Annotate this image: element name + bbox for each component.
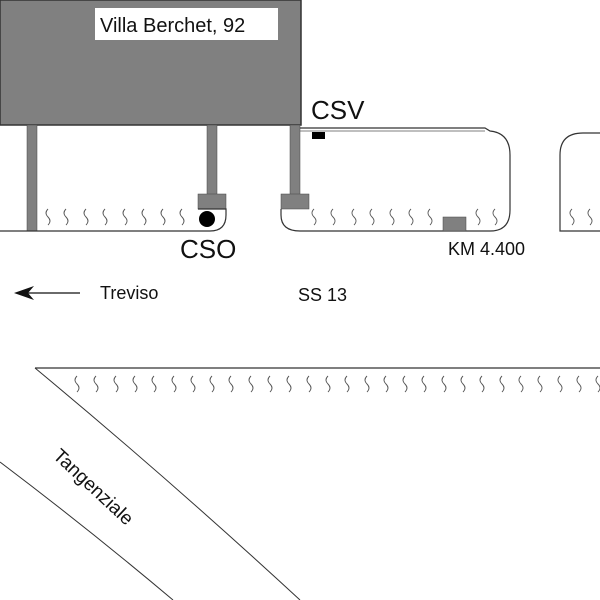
- pillar-right: [289, 124, 301, 196]
- vegetation-icon: [475, 208, 481, 226]
- vegetation-icon: [492, 208, 498, 226]
- vegetation-icon: [113, 375, 119, 393]
- vegetation-icon: [83, 208, 89, 226]
- vegetation-icon: [557, 375, 563, 393]
- cso-label: CSO: [180, 234, 236, 264]
- vegetation-icon: [518, 375, 524, 393]
- road-label: SS 13: [298, 285, 347, 305]
- vegetation-icon: [74, 375, 80, 393]
- roadside-block: [280, 127, 511, 232]
- tangenziale-edge-lower: [0, 461, 174, 600]
- vegetation-icon: [311, 208, 317, 226]
- vegetation-icon: [408, 208, 414, 226]
- tangenziale-edge-upper: [34, 367, 301, 600]
- vegetation-icon: [306, 375, 312, 393]
- vegetation-icon: [460, 375, 466, 393]
- vegetation-icon: [383, 375, 389, 393]
- building-label: Villa Berchet, 92: [100, 15, 245, 37]
- vegetation-group: [45, 208, 600, 393]
- vegetation-icon: [351, 208, 357, 226]
- vegetation-icon: [364, 375, 370, 393]
- cso-marker: [199, 211, 215, 227]
- building-label-bg: [95, 8, 278, 40]
- vegetation-icon: [63, 208, 69, 226]
- vegetation-icon: [286, 375, 292, 393]
- roadside-block-right: [559, 132, 600, 232]
- vegetation-icon: [330, 208, 336, 226]
- direction-label: Treviso: [100, 283, 158, 303]
- vegetation-icon: [228, 375, 234, 393]
- vegetation-icon: [537, 375, 543, 393]
- vegetation-icon: [595, 375, 600, 393]
- vegetation-icon: [421, 375, 427, 393]
- vegetation-icon: [132, 375, 138, 393]
- pillar-middle: [206, 124, 218, 196]
- pillar-right-foot: [280, 193, 310, 210]
- vegetation-icon: [576, 375, 582, 393]
- vegetation-icon: [325, 375, 331, 393]
- vegetation-icon: [479, 375, 485, 393]
- vegetation-icon: [369, 208, 375, 226]
- cso-curb: [198, 208, 227, 232]
- vegetation-icon: [179, 208, 185, 226]
- pillar-left: [26, 124, 38, 232]
- vegetation-icon: [267, 375, 273, 393]
- vegetation-icon: [402, 375, 408, 393]
- km-marker: [442, 216, 467, 232]
- tangenziale-label: Tangenziale: [49, 445, 137, 530]
- vegetation-icon: [427, 208, 433, 226]
- vegetation-icon: [160, 208, 166, 226]
- vegetation-icon: [141, 208, 147, 226]
- vegetation-icon: [102, 208, 108, 226]
- vegetation-icon: [587, 208, 593, 226]
- csv-label: CSV: [311, 95, 365, 125]
- pillar-middle-foot: [197, 193, 227, 210]
- vegetation-icon: [171, 375, 177, 393]
- csv-marker: [312, 132, 325, 139]
- vegetation-icon: [122, 208, 128, 226]
- vegetation-icon: [190, 375, 196, 393]
- vegetation-icon: [569, 208, 575, 226]
- vegetation-icon: [499, 375, 505, 393]
- vegetation-icon: [93, 375, 99, 393]
- vegetation-icon: [441, 375, 447, 393]
- km-label: KM 4.400: [448, 239, 525, 259]
- vegetation-icon: [45, 208, 51, 226]
- vegetation-icon: [248, 375, 254, 393]
- vegetation-icon: [209, 375, 215, 393]
- vegetation-icon: [344, 375, 350, 393]
- vegetation-icon: [151, 375, 157, 393]
- arrow-left-icon: [14, 286, 80, 300]
- vegetation-icon: [389, 208, 395, 226]
